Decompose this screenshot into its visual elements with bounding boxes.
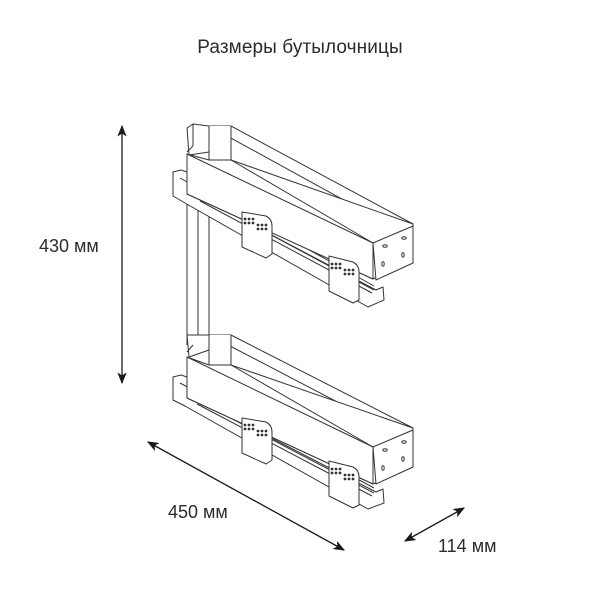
lower-basket-tier <box>172 334 414 510</box>
depth-dimension-label: 114 мм <box>438 536 497 556</box>
page-title: Размеры бутылочницы <box>197 37 403 58</box>
height-dimension-label: 430 мм <box>39 236 99 256</box>
frame-post <box>186 200 210 345</box>
length-dimension-arrow <box>146 441 346 551</box>
upper-basket-tier <box>172 123 414 308</box>
depth-dimension-arrow <box>403 507 466 542</box>
length-dimension-label: 450 мм <box>168 502 228 522</box>
